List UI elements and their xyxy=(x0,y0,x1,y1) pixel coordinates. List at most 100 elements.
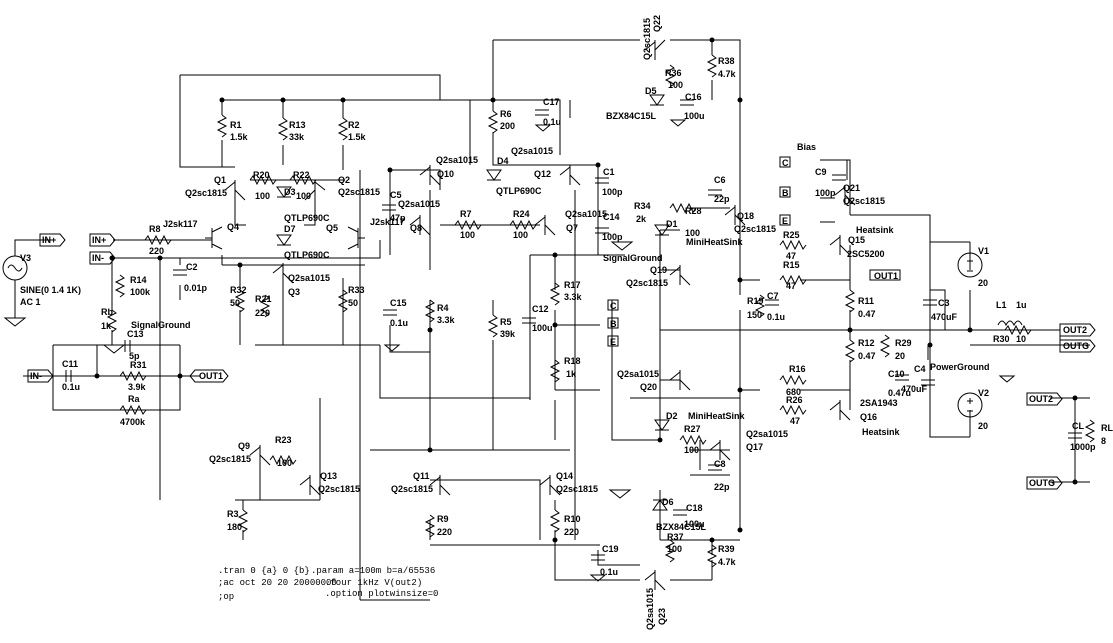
v1-ref: V1 xyxy=(978,246,989,256)
r1-val: 1.5k xyxy=(230,132,249,142)
flag-b1: B xyxy=(610,319,617,329)
q7-ref: Q7 xyxy=(566,223,578,233)
r7-ref: R7 xyxy=(460,209,472,219)
r11-val: 0.47 xyxy=(858,309,876,319)
q12-model: Q2sa1015 xyxy=(511,146,553,156)
q20-model: Q2sa1015 xyxy=(617,369,659,379)
c6-ref: C6 xyxy=(714,175,726,185)
c10-ref: C10 xyxy=(888,369,905,379)
l1-val: 1u xyxy=(1016,300,1027,310)
c14-ref: C14 xyxy=(603,212,620,222)
q10-model: Q2sa1015 xyxy=(436,155,478,165)
connection-dots xyxy=(94,37,1078,543)
q12-ref: Q12 xyxy=(534,169,551,179)
u1-model: QTLP690C xyxy=(284,213,330,223)
r2-ref: R2 xyxy=(348,120,360,130)
r13-ref: R13 xyxy=(289,120,306,130)
c18-val: 100u xyxy=(684,519,705,529)
c17-val: 0.1u xyxy=(543,117,561,127)
q11-model: Q2sc1815 xyxy=(391,484,433,494)
q16-model: 2SA1943 xyxy=(860,398,898,408)
d4-model: QTLP690C xyxy=(496,186,542,196)
bias-label: Bias xyxy=(797,142,816,152)
q9-model: Q2sc1815 xyxy=(209,454,251,464)
in-plus-flag-left: IN+ xyxy=(42,235,56,245)
ra-ref: Ra xyxy=(128,394,140,404)
c11-val: 0.1u xyxy=(62,382,80,392)
r15-val: 47 xyxy=(786,281,796,291)
signal-ground-2: SignalGround xyxy=(603,253,663,263)
c11-ref: C11 xyxy=(62,359,78,369)
flag-e2: E xyxy=(782,216,788,226)
r7-val: 100 xyxy=(460,230,475,240)
r39-val: 4.7k xyxy=(718,557,737,567)
out2-flag-load: OUT2 xyxy=(1029,394,1053,404)
c8-val: 22p xyxy=(714,482,730,492)
directive-ac: ;ac oct 20 20 20000000 xyxy=(218,578,337,588)
directive-op: ;op xyxy=(218,592,234,602)
c2-ref: C2 xyxy=(186,262,198,272)
c10-val: 0.47u xyxy=(888,388,911,398)
r6-val: 200 xyxy=(500,121,515,131)
r20-val: 100 xyxy=(255,191,270,201)
r23-val: 100 xyxy=(277,458,292,468)
v3-ref: V3 xyxy=(20,253,31,263)
q21-ref: Q21 xyxy=(843,183,860,193)
r2-val: 1.5k xyxy=(348,132,367,142)
c12-val: 100u xyxy=(532,323,553,333)
c18-ref: C18 xyxy=(686,503,703,513)
r32-ref: R32 xyxy=(230,285,247,295)
capacitors xyxy=(65,99,1082,561)
c3-ref: C3 xyxy=(938,298,950,308)
c7-ref: C7 xyxy=(767,291,779,301)
r28-val: 100 xyxy=(685,228,700,238)
r26-val: 47 xyxy=(790,416,800,426)
r38-ref: R38 xyxy=(718,56,735,66)
r19-val: 150 xyxy=(747,310,762,320)
q5-jfet-model: J2sk117 xyxy=(370,217,405,227)
q18-ref: Q18 xyxy=(737,211,754,221)
c16-val: 100u xyxy=(684,111,705,121)
r4-val: 3.3k xyxy=(437,315,456,325)
q3-ref: Q3 xyxy=(288,287,300,297)
c5-val: 47p xyxy=(390,213,406,223)
r10-ref: R10 xyxy=(564,514,581,524)
rb-ref: Rb xyxy=(101,307,113,317)
q22-body xyxy=(644,39,666,60)
r16-val: 680 xyxy=(786,387,801,397)
q9-ref: Q9 xyxy=(238,441,250,451)
r37-val: 100 xyxy=(667,544,682,554)
c13-ref: C13 xyxy=(127,329,144,339)
r5-ref: R5 xyxy=(500,317,512,327)
v1-val: 20 xyxy=(978,278,988,288)
in-minus-flag-left: IN- xyxy=(30,371,42,381)
r27-ref: R27 xyxy=(684,424,701,434)
r6-ref: R6 xyxy=(500,109,512,119)
r34-val: 2k xyxy=(636,214,647,224)
r14-val: 100k xyxy=(130,287,151,297)
q14-model: Q2sc1815 xyxy=(556,484,598,494)
q8-ref: Q8 xyxy=(410,223,422,233)
q8-model: Q2sa1015 xyxy=(398,199,440,209)
miniheatsink-2: MiniHeatSink xyxy=(688,411,746,421)
c16-ref: C16 xyxy=(685,92,702,102)
q16-ref: Q16 xyxy=(860,412,877,422)
d1-ref: D1 xyxy=(666,219,678,229)
miniheatsink-1: MiniHeatSink xyxy=(686,237,744,247)
q17-ref: Q17 xyxy=(746,442,763,452)
q22-ref: Q22 xyxy=(652,15,662,32)
outg-flag-load: OUTG xyxy=(1029,478,1055,488)
r17-val: 3.3k xyxy=(564,292,583,302)
c4-val: 470uF xyxy=(901,384,928,394)
out1-flag-left: OUT1 xyxy=(199,371,223,381)
signal-ground-1: SignalGround xyxy=(131,320,191,330)
r23-ref: R23 xyxy=(275,435,292,445)
q18-model: Q2sc1815 xyxy=(734,224,776,234)
d5-model: BZX84C15L xyxy=(606,111,657,121)
ra-val: 4700k xyxy=(120,417,146,427)
r18-val: 1k xyxy=(566,369,577,379)
r34-ref: R34 xyxy=(634,201,651,211)
d5-ref: D5 xyxy=(645,86,657,96)
c15-ref: C15 xyxy=(390,298,407,308)
q19-ref: Q19 xyxy=(650,265,667,275)
